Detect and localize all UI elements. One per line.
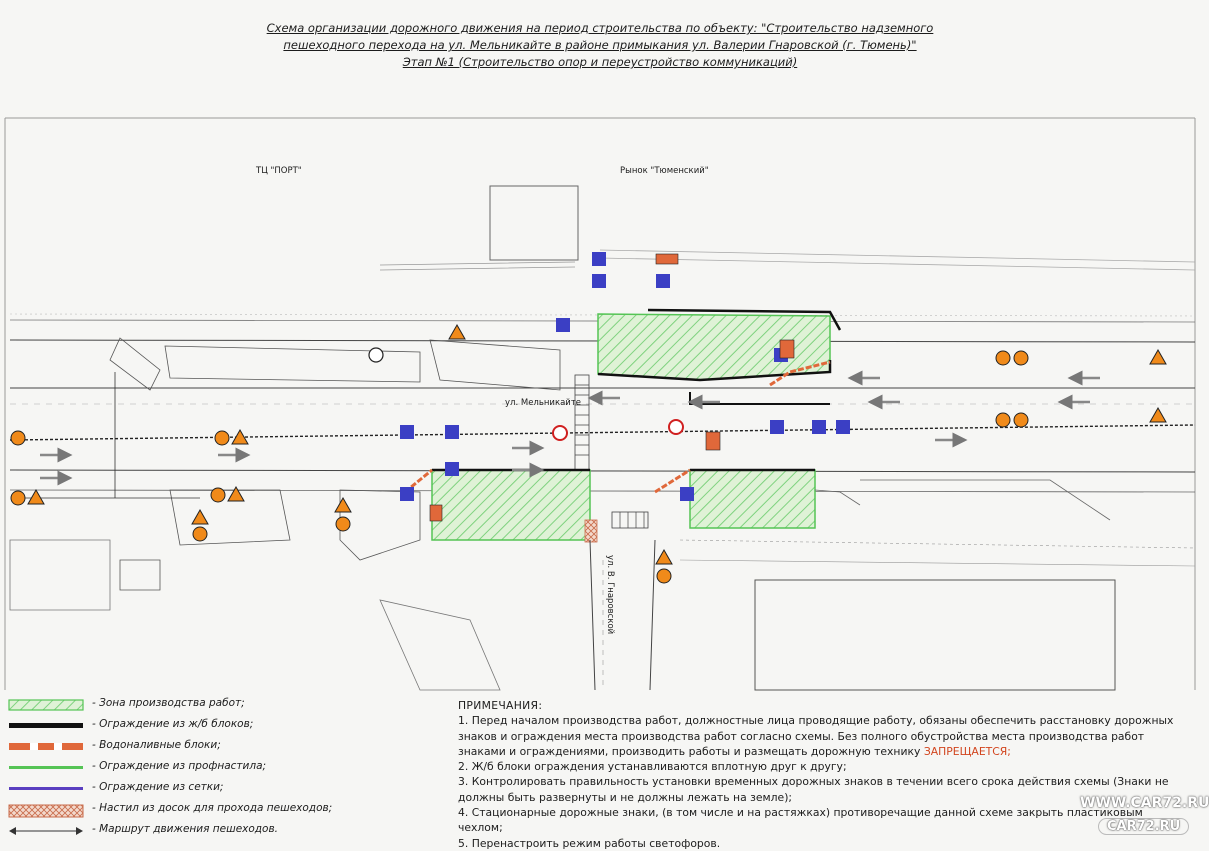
- building-south-east: [754, 579, 1116, 691]
- legend-row-work-zone: - Зона производства работ;: [8, 696, 368, 714]
- notes-heading: ПРИМЕЧАНИЯ:: [458, 699, 543, 712]
- crosswalk-west: [574, 374, 590, 471]
- legend-row-rail-blocks: - Ограждение из ж/б блоков;: [8, 717, 368, 735]
- title-line-2: пешеходного перехода на ул. Мельникайте …: [283, 38, 917, 52]
- note-3-line-2: должны быть развернуты и не должны лежат…: [458, 790, 793, 804]
- legend-row-mesh: - Ограждение из сетки;: [8, 780, 368, 798]
- green-fence-icon: [9, 766, 83, 769]
- building-market-block: [489, 185, 579, 261]
- boardwalk-icon: [8, 804, 84, 818]
- legend-row-boardwalk: - Настил из досок для прохода пешеходов;: [8, 801, 368, 819]
- legend-row-pedestrian-route: - Маршрут движения пешеходов.: [8, 822, 368, 840]
- legend-text: - Ограждение из сетки;: [92, 781, 224, 793]
- note-1-line-3: знаками и ограждениями, производить рабо…: [458, 744, 1186, 759]
- water-block-icon: [9, 743, 83, 750]
- legend-text: - Ограждение из ж/б блоков;: [92, 718, 254, 730]
- work-zone-southwest: [431, 469, 591, 541]
- note-3-line-1: 3. Контролировать правильность установки…: [458, 775, 1169, 789]
- watermark-url: WWW.CAR72.RU: [1080, 795, 1209, 811]
- watermark-brand: CAR72.RU: [1098, 818, 1190, 835]
- label-market: Рынок "Тюменский": [620, 166, 709, 176]
- legend-text: - Ограждение из профнастила;: [92, 760, 267, 772]
- legend-text: - Настил из досок для прохода пешеходов;: [92, 802, 333, 814]
- pedestrian-route-icon: [9, 827, 83, 835]
- temporary-road-signs: [10, 252, 1167, 584]
- note-1-forbidden: ЗАПРЕЩАЕТСЯ;: [923, 744, 1011, 758]
- label-street-gnarovskoy: ул. В. Гнаровской: [605, 555, 615, 635]
- work-zone-southeast: [689, 469, 816, 529]
- hatched-zone-icon: [8, 699, 84, 711]
- note-4: 4. Стационарные дорожные знаки, (в том ч…: [458, 806, 1143, 835]
- legend-text: - Зона производства работ;: [92, 697, 245, 709]
- notes-block: ПРИМЕЧАНИЯ: 1. Перед началом производств…: [458, 698, 1186, 851]
- legend-row-profnastil: - Ограждение из профнастила;: [8, 759, 368, 777]
- title-line-1: Схема организации дорожного движения на …: [266, 21, 934, 35]
- note-1-line-1: 1. Перед началом производства работ, дол…: [458, 714, 1174, 728]
- label-tc-port: ТЦ "ПОРТ": [256, 166, 302, 176]
- black-barrier-icon: [9, 723, 83, 728]
- legend-text: - Маршрут движения пешеходов.: [92, 823, 279, 835]
- median-barrier: [9, 424, 1196, 441]
- note-1-line-3-text: знаками и ограждениями, производить рабо…: [458, 744, 921, 758]
- title-line-3: Этап №1 (Строительство опор и переустрой…: [402, 55, 798, 69]
- legend-row-water-blocks: - Водоналивные блоки;: [8, 738, 368, 756]
- label-street-melnikaite: ул. Мельникайте: [505, 398, 582, 408]
- mesh-fence-icon: [9, 787, 83, 790]
- traffic-arrows: [40, 370, 1100, 486]
- note-2: 2. Ж/б блоки ограждения устанавливаются …: [458, 760, 847, 774]
- note-5: 5. Перенастроить режим работы светофоров…: [458, 836, 721, 850]
- legend-text: - Водоналивные блоки;: [92, 739, 221, 751]
- rail-barrier-north: [597, 360, 832, 382]
- note-1-line-2: знаков и ограждения места производства р…: [458, 729, 1145, 743]
